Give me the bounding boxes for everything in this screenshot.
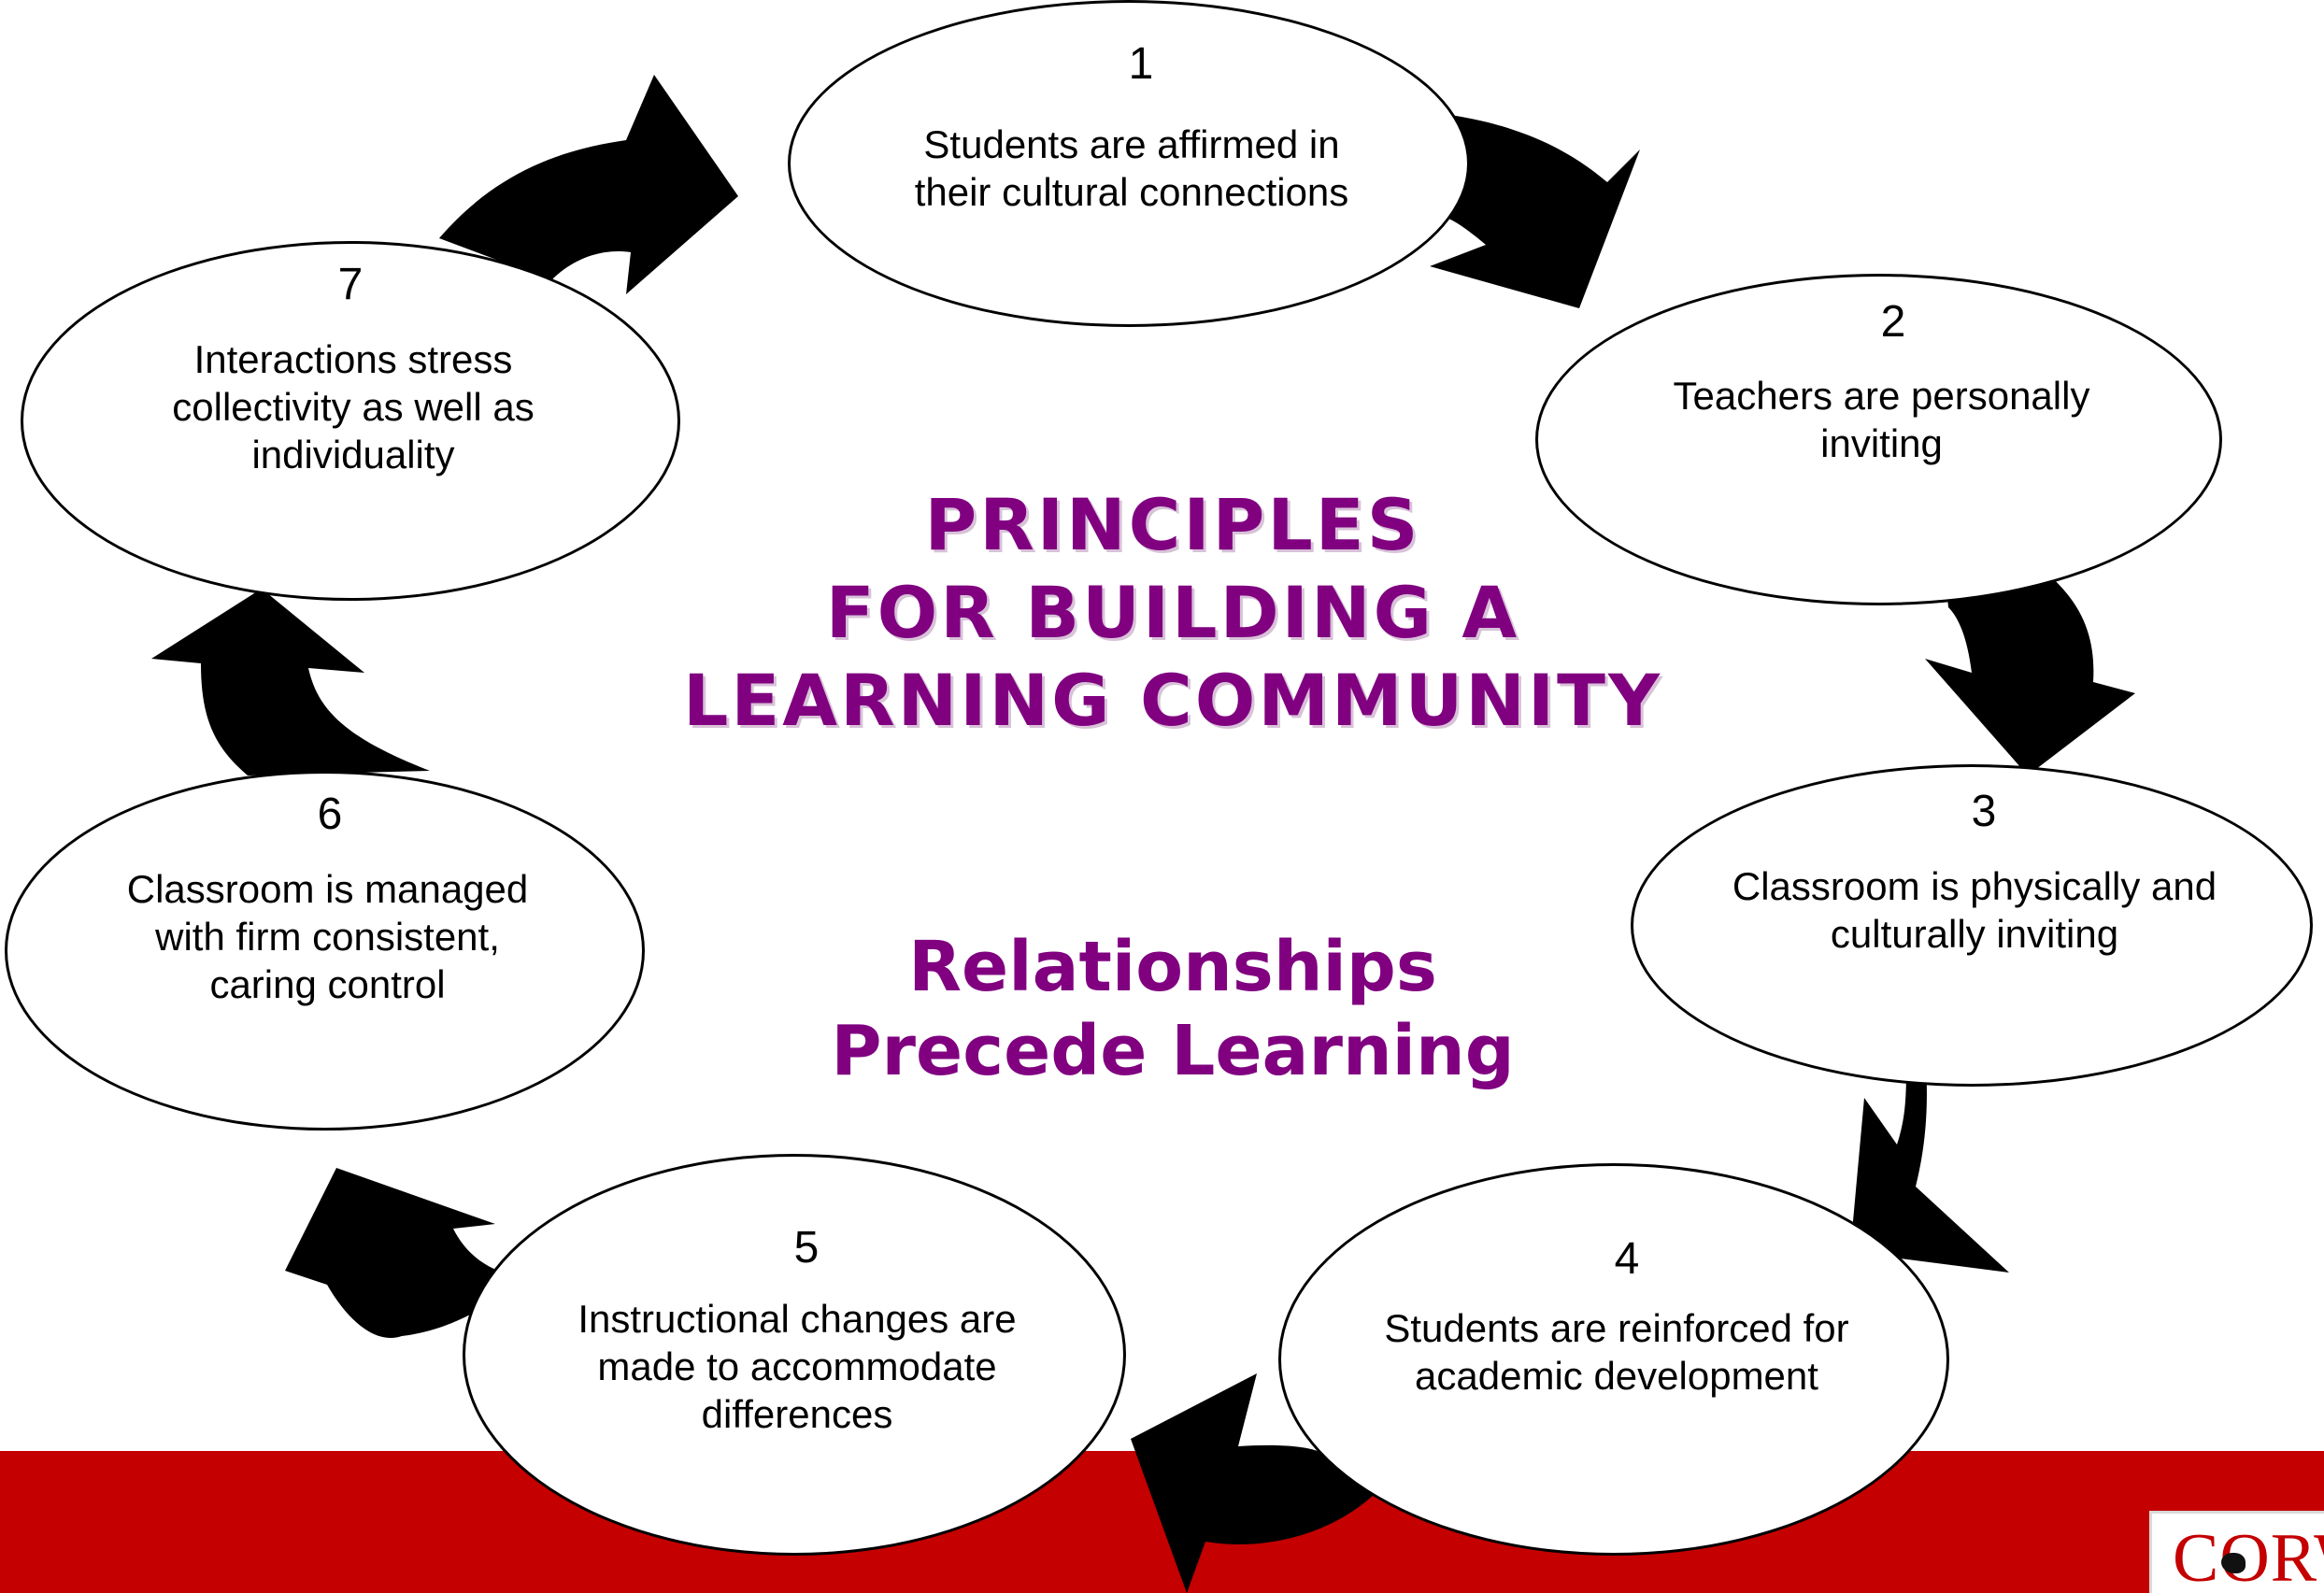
principle-1-text: Students are affirmed in their cultural … (914, 122, 1349, 214)
principle-2-number: 2 (1880, 297, 1906, 347)
principle-2-ellipse: 2 Teachers are personally inviting (1535, 274, 2222, 605)
principle-1-number: 1 (1128, 39, 1154, 89)
principle-1-ellipse: 1 Students are affirmed in their cultura… (788, 0, 1470, 327)
principle-2-text: Teachers are personally inviting (1673, 374, 2090, 465)
logo-bird-icon (2221, 1553, 2246, 1573)
principle-3-number: 3 (1971, 787, 1997, 836)
principle-5-text: Instructional changes are made to accomm… (577, 1297, 1017, 1436)
principle-6-number: 6 (317, 789, 343, 839)
principle-5-ellipse: 5 Instructional changes are made to acco… (463, 1154, 1126, 1556)
principle-6-text: Classroom is managed with firm consisten… (126, 867, 529, 1006)
logo-text: CORW (2173, 1520, 2324, 1593)
diagram-title: PRINCIPLES FOR BUILDING A LEARNING COMMU… (682, 483, 1663, 742)
principle-6-ellipse: 6 Classroom is managed with firm consist… (5, 771, 645, 1131)
principle-4-ellipse: 4 Students are reinforced for academic d… (1278, 1163, 1949, 1556)
principle-4-text: Students are reinforced for academic dev… (1384, 1306, 1849, 1398)
diagram-subtitle: Relationships Precede Learning (831, 927, 1515, 1091)
principle-4-number: 4 (1614, 1234, 1640, 1284)
principle-3-ellipse: 3 Classroom is physically and culturally… (1631, 764, 2313, 1087)
principle-7-number: 7 (337, 260, 364, 309)
principle-5-number: 5 (793, 1223, 820, 1273)
principle-3-text: Classroom is physically and culturally i… (1732, 864, 2217, 956)
principle-7-ellipse: 7 Interactions stress collectivity as we… (21, 241, 680, 601)
publisher-logo: CORW (2149, 1511, 2324, 1593)
principle-7-text: Interactions stress collectivity as well… (172, 337, 535, 476)
